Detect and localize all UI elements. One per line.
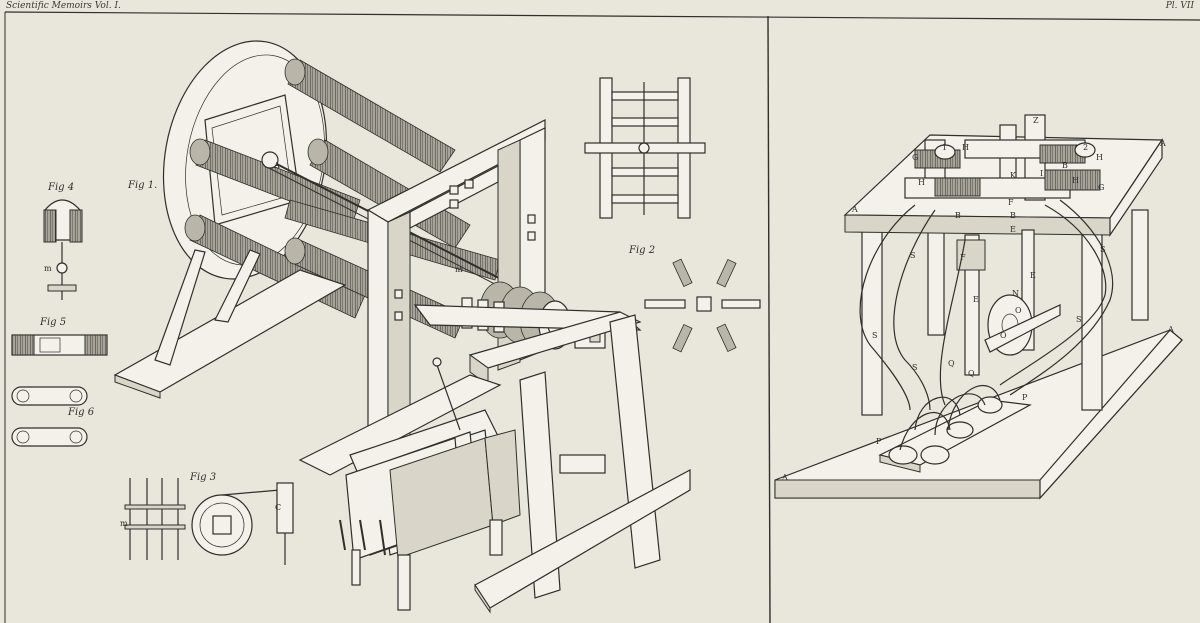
figure-labels: Fig 1. Fig 2 Fig 3 Fig 4 Fig 5 Fig 6: [39, 180, 655, 483]
letter-g-right: G: [1098, 183, 1104, 192]
fig5-label: Fig 5: [39, 317, 66, 328]
letter-b-upper: B: [1062, 161, 1068, 170]
letter-a-table: A: [851, 205, 858, 214]
right-apparatus: [774, 114, 1183, 500]
letter-n: N: [1012, 289, 1019, 298]
fig6-label: Fig 6: [67, 407, 95, 418]
letter-k: K: [1010, 171, 1017, 180]
letter-q-right: Q: [968, 369, 975, 378]
letter-f-mid: F: [960, 253, 966, 262]
plate-header-left: Scientific Memoirs Vol. I.: [6, 1, 121, 11]
letter-a-table-right: A: [1159, 139, 1166, 148]
fig1-battery: [339, 409, 521, 611]
letter-h-left: H: [962, 143, 969, 152]
letter-e-rod: E: [973, 295, 979, 304]
letter-p-left: P: [876, 437, 882, 446]
letter-z: Z: [1033, 116, 1039, 125]
fig2-star: [644, 258, 761, 353]
letter-b-right: B: [1010, 211, 1016, 220]
plate-number: Pl. VII: [1165, 1, 1194, 11]
letter-f-top: F: [1008, 198, 1014, 207]
letter-a-base: A: [781, 473, 788, 482]
digit-1: 1: [942, 143, 947, 152]
letter-m-fig1: m: [455, 265, 463, 274]
letter-g-left: G: [912, 153, 918, 162]
fig2-label: Fig 2: [628, 245, 655, 256]
letter-q-left: Q: [948, 359, 955, 368]
plate-frame: [4, 11, 1200, 623]
letter-m-fig3: m: [120, 519, 128, 528]
letter-m-fig4: m: [44, 264, 52, 273]
letter-h-lower: H: [1072, 176, 1079, 185]
letter-s-3: S: [912, 363, 917, 372]
letter-p-right: P: [1022, 393, 1028, 402]
fig1-label: Fig 1.: [127, 180, 157, 191]
letter-h-lower-left: H: [918, 178, 925, 187]
mercury-cups: [878, 385, 1032, 473]
fig1-drawing: [113, 40, 691, 614]
letter-b-left: B: [955, 211, 961, 220]
letter-labels: A A A A A Z G G H H H H 1 2 I K B B B F …: [44, 116, 1174, 528]
letter-o-lower: O: [1000, 331, 1007, 340]
letter-e-upper: E: [1010, 225, 1016, 234]
fig2-drawing: [584, 77, 761, 353]
letter-s-1: S: [910, 251, 915, 260]
letter-s-5: S: [1076, 315, 1081, 324]
letter-s-2: S: [872, 331, 877, 340]
letter-h-right: H: [1096, 153, 1103, 162]
letter-c-fig3: C: [275, 503, 281, 512]
letter-s-4: S: [1100, 245, 1105, 254]
fig3-label: Fig 3: [189, 472, 216, 483]
fig3-drawing: [124, 478, 294, 565]
fig5-drawing: [11, 334, 108, 356]
top-electromagnets: [904, 114, 1101, 201]
letter-o: O: [1015, 306, 1022, 315]
letter-a-fig1: A: [273, 161, 280, 170]
letter-e-right: E: [1030, 271, 1036, 280]
fig6-drawing: [11, 386, 88, 447]
letter-i: I: [1040, 169, 1043, 178]
letter-a-base-right: A: [1167, 325, 1174, 334]
digit-2: 2: [1083, 143, 1088, 152]
fig4-drawing: [43, 199, 83, 300]
fig4-label: Fig 4: [47, 182, 74, 193]
